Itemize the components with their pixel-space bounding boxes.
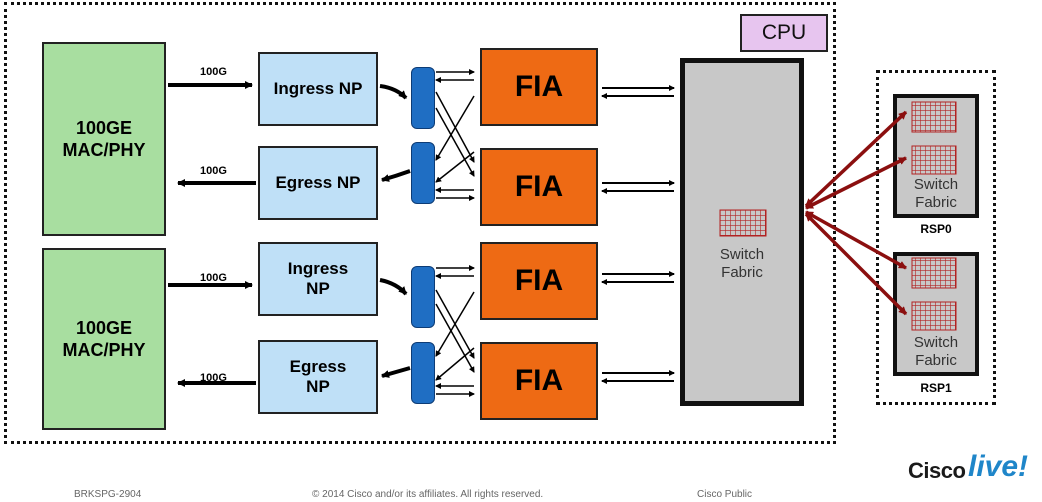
switch-fabric-label: Switch Fabric [719, 246, 765, 281]
fia-block-1: FIA [480, 48, 598, 126]
footer-copyright: © 2014 Cisco and/or its affiliates. All … [312, 489, 544, 500]
mac-np-links [168, 81, 256, 387]
egress-np-2: Egress NP [258, 340, 378, 414]
rsp0-label: RSP0 [920, 222, 952, 236]
link-speed-label-3: 100G [200, 272, 227, 284]
np-mux-links [379, 84, 411, 378]
rsp0-grid-icon-a [911, 101, 957, 133]
rsp0-grid-icon-b [911, 145, 957, 175]
fia-block-2: FIA [480, 148, 598, 226]
rsp1-label: RSP1 [920, 381, 952, 395]
egress-np-1: Egress NP [258, 146, 378, 220]
logo-accent: live! [968, 450, 1029, 483]
cpu-block: CPU [740, 14, 828, 52]
link-speed-label-1: 100G [200, 66, 227, 78]
rsp1-grid-icon-b [911, 301, 957, 331]
rsp1-fabric-label: Switch Fabric [913, 334, 959, 369]
crossbar-upper [435, 69, 475, 201]
rsp0-fabric-label: Switch Fabric [913, 176, 959, 211]
fia-block-3: FIA [480, 242, 598, 320]
rsp-links [804, 110, 908, 316]
logo-text: Cisco [908, 458, 966, 483]
fia-block-4: FIA [480, 342, 598, 420]
mac-phy-block-2: 100GE MAC/PHY [42, 248, 166, 430]
rsp1-grid-icon-a [911, 257, 957, 289]
crossbar-lower [435, 265, 475, 397]
switch-fabric-grid-icon [719, 209, 767, 237]
mux-connector-2 [411, 142, 435, 204]
link-speed-label-2: 100G [200, 165, 227, 177]
mux-connector-1 [411, 67, 435, 129]
footer-session-id: BRKSPG-2904 [74, 489, 142, 500]
fia-fabric-links [601, 85, 675, 384]
footer-classification: Cisco Public [697, 489, 753, 500]
ingress-np-1: Ingress NP [258, 52, 378, 126]
ingress-np-2: Ingress NP [258, 242, 378, 316]
mux-connector-4 [411, 342, 435, 404]
cisco-live-logo: Cisco live! [908, 446, 1038, 492]
mac-phy-block-1: 100GE MAC/PHY [42, 42, 166, 236]
mux-connector-3 [411, 266, 435, 328]
